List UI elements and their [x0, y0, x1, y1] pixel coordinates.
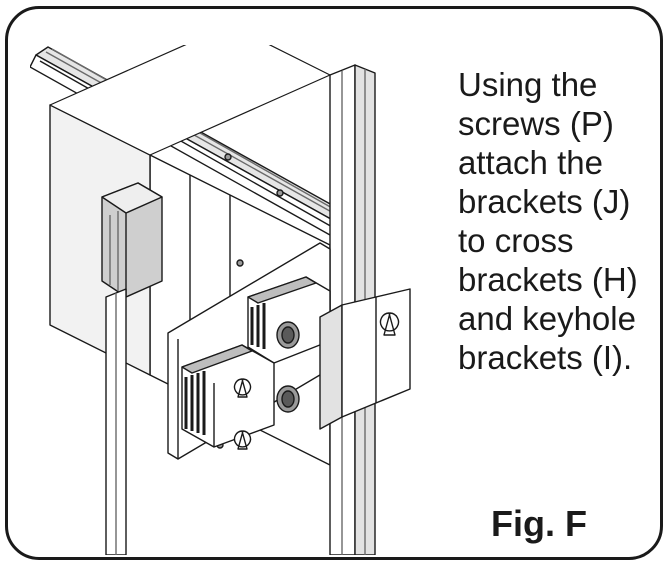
screw-upper	[276, 321, 300, 349]
screw-hole	[276, 189, 284, 197]
corner-fitting	[101, 182, 163, 298]
instruction-line: brackets (I).	[458, 339, 633, 376]
instruction-line: Using the	[458, 66, 598, 103]
keyhole-bracket	[319, 288, 411, 430]
keyhole-slot	[233, 378, 252, 398]
instruction-text: Using the screws (P) attach the brackets…	[458, 65, 660, 377]
bracket-rear	[247, 276, 331, 364]
figure-frame: Using the screws (P) attach the brackets…	[5, 6, 663, 560]
instruction-line: brackets (J)	[458, 183, 631, 220]
bracket-front	[181, 344, 275, 450]
instruction-line: attach the	[458, 144, 603, 181]
screw-lower	[276, 385, 300, 413]
instruction-line: screws (P)	[458, 105, 614, 142]
figure-label: Fig. F	[491, 503, 587, 544]
keyhole-slot	[379, 312, 400, 336]
instruction-line: brackets (H)	[458, 261, 638, 298]
left-vertical-rail	[105, 288, 127, 555]
screw-hole	[224, 153, 232, 161]
instruction-line: and keyhole	[458, 300, 636, 337]
keyhole-slot	[233, 430, 252, 450]
bracket-assembly-illustration	[30, 45, 411, 555]
instruction-line: to cross	[458, 222, 574, 259]
screw-hole	[236, 259, 244, 267]
